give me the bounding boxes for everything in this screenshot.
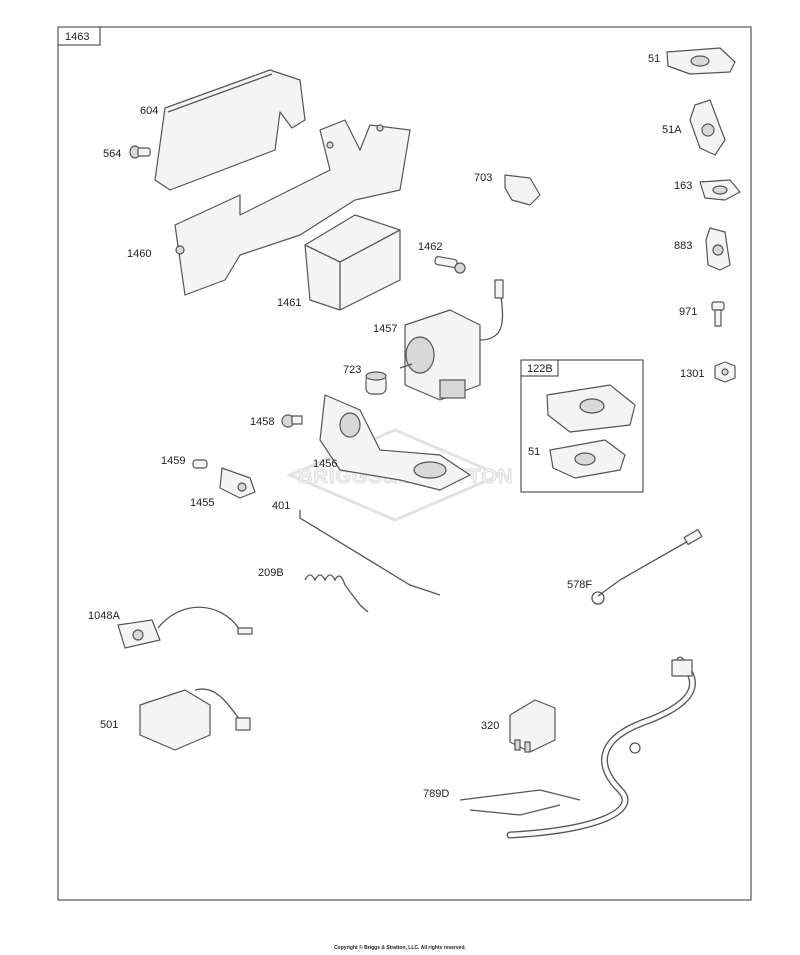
part-209B-spring bbox=[304, 574, 369, 613]
callout-1455: 1455 bbox=[190, 497, 214, 509]
callout-401: 401 bbox=[272, 500, 290, 512]
callout-1462: 1462 bbox=[418, 241, 442, 253]
callout-1459: 1459 bbox=[161, 455, 185, 467]
callout-564: 564 bbox=[103, 148, 121, 160]
callout-883: 883 bbox=[674, 240, 692, 252]
part-51A-gasket bbox=[689, 99, 726, 156]
part-564-bolt bbox=[129, 145, 151, 159]
callout-789D: 789D bbox=[423, 788, 449, 800]
inset-box bbox=[520, 359, 644, 493]
callout-604: 604 bbox=[140, 105, 158, 117]
copyright-notice: Copyright © Briggs & Stratton, LLC. All … bbox=[334, 945, 466, 951]
callout-1458: 1458 bbox=[250, 416, 274, 428]
part-789D-harness bbox=[459, 656, 696, 839]
part-1301-nut bbox=[714, 361, 736, 383]
inset-label: 122B bbox=[527, 363, 553, 375]
part-723-spacer bbox=[365, 371, 387, 395]
part-883-gasket bbox=[705, 227, 731, 271]
callout-1456: 1456 bbox=[313, 458, 337, 470]
callout-1048A: 1048A bbox=[88, 610, 120, 622]
part-1458-bolt bbox=[281, 414, 303, 428]
part-320-relay bbox=[509, 699, 556, 753]
part-1456-plate bbox=[319, 394, 471, 491]
callout-703: 703 bbox=[474, 172, 492, 184]
callout-723: 723 bbox=[343, 364, 361, 376]
part-1461-cover bbox=[304, 214, 401, 311]
part-1048A-sensor bbox=[117, 606, 253, 649]
part-1462-screw bbox=[434, 256, 466, 274]
callout-501: 501 bbox=[100, 719, 118, 731]
part-604-bracket bbox=[154, 69, 306, 191]
callout-578F: 578F bbox=[567, 579, 592, 591]
callout-1460: 1460 bbox=[127, 248, 151, 260]
callout-209B: 209B bbox=[258, 567, 284, 579]
part-122B-spacer bbox=[546, 384, 636, 433]
diagram-frame bbox=[57, 26, 752, 901]
part-401-rod bbox=[299, 510, 441, 596]
callout-51A: 51A bbox=[662, 124, 682, 136]
callout-1461: 1461 bbox=[277, 297, 301, 309]
part-51-inset-gasket bbox=[549, 439, 626, 479]
part-1455-link bbox=[219, 467, 256, 499]
part-578F-cable bbox=[591, 528, 703, 605]
callout-971: 971 bbox=[679, 306, 697, 318]
part-1460-mount-bracket bbox=[174, 119, 411, 296]
part-703-clip bbox=[504, 174, 541, 206]
part-51-gasket bbox=[666, 47, 736, 75]
callout-320: 320 bbox=[481, 720, 499, 732]
part-1457-motor bbox=[399, 279, 504, 401]
callout-1457: 1457 bbox=[373, 323, 397, 335]
part-971-screw bbox=[711, 301, 725, 327]
part-163-gasket bbox=[699, 179, 741, 201]
callout-163: 163 bbox=[674, 180, 692, 192]
callout-51-inset: 51 bbox=[528, 446, 540, 458]
group-label: 1463 bbox=[65, 31, 89, 43]
part-1459-pin bbox=[192, 459, 208, 469]
group-label-box bbox=[57, 26, 101, 46]
inset-label-box bbox=[520, 359, 559, 377]
callout-51: 51 bbox=[648, 53, 660, 65]
part-501-regulator bbox=[139, 688, 251, 751]
callout-1301: 1301 bbox=[680, 368, 704, 380]
